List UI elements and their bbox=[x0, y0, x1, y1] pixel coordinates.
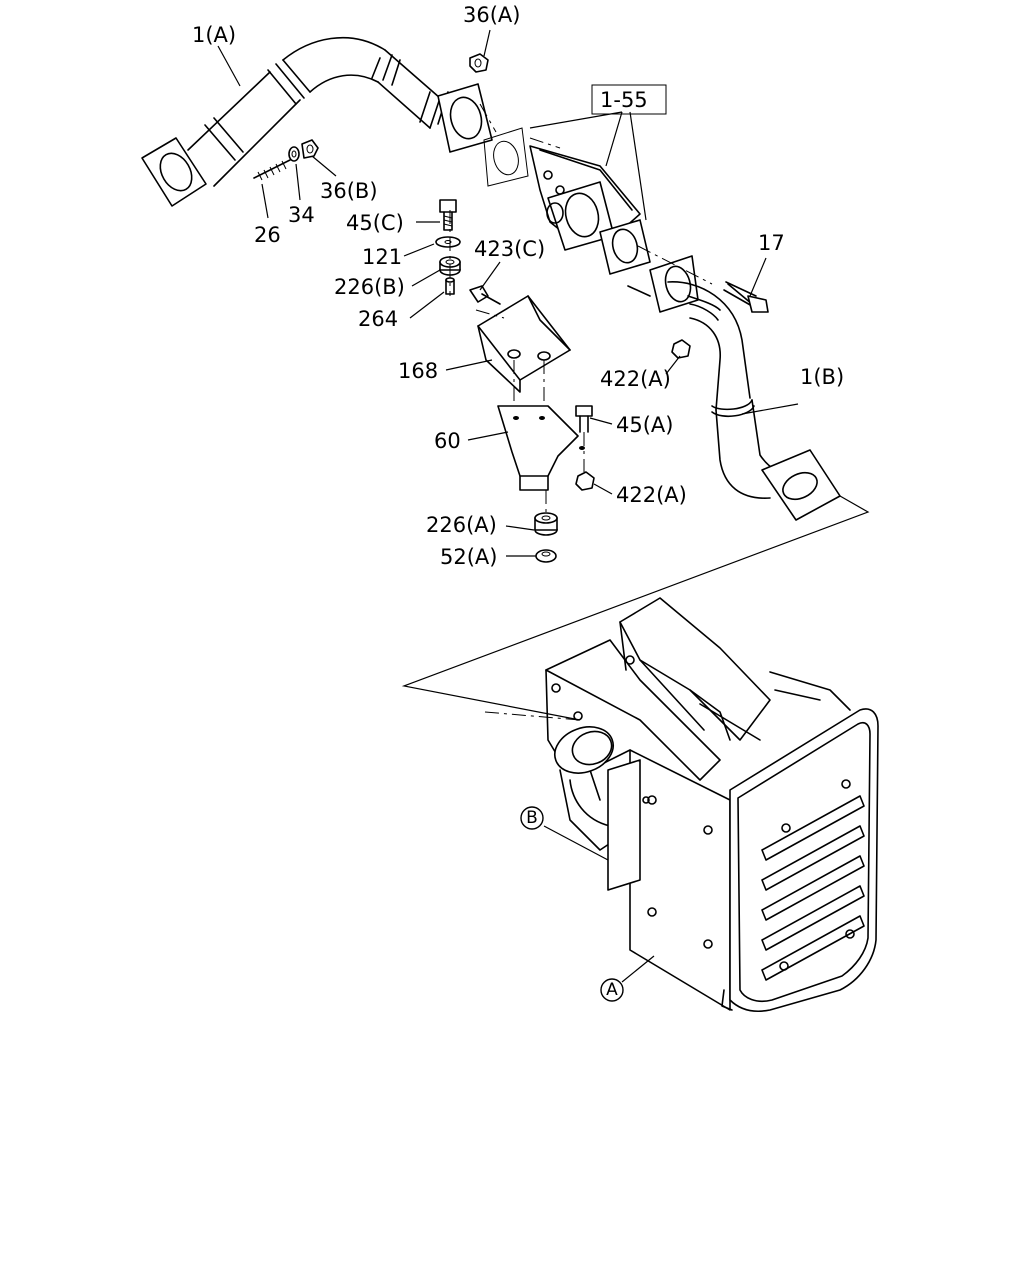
nut-422a-lower bbox=[575, 471, 595, 491]
nut-36a bbox=[469, 53, 489, 73]
label-423c: 423(C) bbox=[474, 237, 545, 261]
label-121: 121 bbox=[362, 245, 402, 269]
callout-labels: 1(A) 36(A) 1-55 36(B) 34 26 45(C) 121 22… bbox=[192, 3, 844, 569]
bolt-17 bbox=[627, 281, 769, 313]
rubber-226a bbox=[534, 512, 558, 536]
label-34: 34 bbox=[288, 203, 315, 227]
label-60: 60 bbox=[434, 429, 461, 453]
label-45c: 45(C) bbox=[346, 211, 404, 235]
bolt-45a bbox=[575, 405, 593, 433]
alignment-lines bbox=[449, 103, 713, 721]
muffler-assembly bbox=[545, 597, 879, 1013]
bracket-60 bbox=[497, 405, 585, 491]
bolt-423c bbox=[469, 285, 501, 305]
bracket-168 bbox=[477, 295, 571, 393]
label-264: 264 bbox=[358, 307, 398, 331]
label-226a: 226(A) bbox=[426, 513, 497, 537]
nut-52a bbox=[535, 549, 557, 563]
label-1a: 1(A) bbox=[192, 23, 236, 47]
bolt-45c bbox=[439, 199, 457, 231]
label-1-55: 1-55 bbox=[600, 88, 648, 112]
exhaust-manifold bbox=[529, 145, 651, 275]
label-1b: 1(B) bbox=[800, 365, 844, 389]
marker-b: B bbox=[520, 806, 544, 830]
label-36a: 36(A) bbox=[463, 3, 520, 27]
nut-422a-upper bbox=[671, 339, 691, 359]
leader-lines bbox=[217, 29, 799, 983]
washer-34 bbox=[288, 146, 300, 162]
label-26: 26 bbox=[254, 223, 281, 247]
detail-indicator-lines bbox=[401, 495, 870, 721]
label-1-55-box bbox=[591, 84, 667, 115]
nut-36b bbox=[301, 139, 319, 159]
exhaust-pipe-1a bbox=[141, 36, 493, 207]
label-422a-bot: 422(A) bbox=[616, 483, 687, 507]
collar-264 bbox=[445, 277, 455, 295]
marker-b-label: B bbox=[526, 808, 538, 828]
stud-26 bbox=[253, 159, 291, 181]
exhaust-pipe-1b bbox=[649, 255, 841, 521]
label-52a: 52(A) bbox=[440, 545, 497, 569]
label-45a: 45(A) bbox=[616, 413, 673, 437]
marker-a-label: A bbox=[606, 980, 618, 1000]
label-17: 17 bbox=[758, 231, 785, 255]
marker-a: A bbox=[600, 978, 624, 1002]
label-36b: 36(B) bbox=[320, 179, 378, 203]
label-422a-top: 422(A) bbox=[600, 367, 671, 391]
label-226b: 226(B) bbox=[334, 275, 405, 299]
gasket bbox=[483, 127, 529, 187]
washer-121 bbox=[435, 236, 461, 248]
label-168: 168 bbox=[398, 359, 438, 383]
